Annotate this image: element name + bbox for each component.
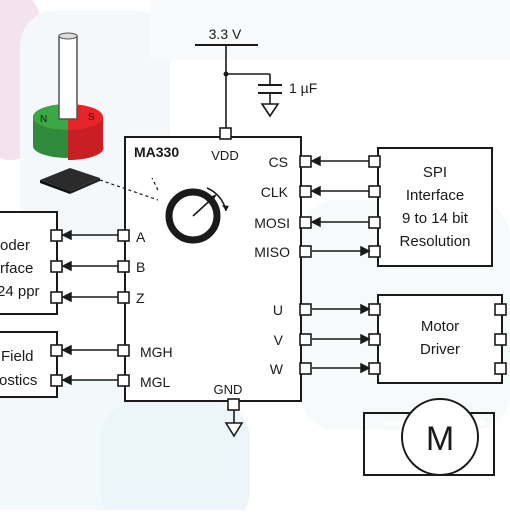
north-pole-label: N bbox=[40, 114, 47, 125]
angle-sensor-icon bbox=[151, 177, 229, 244]
abz-connections bbox=[61, 229, 118, 303]
spi-line-2: Interface bbox=[406, 187, 464, 204]
pin-mgl-label: MGL bbox=[140, 374, 171, 390]
ground-symbol bbox=[224, 422, 244, 438]
capacitor-label: 1 µF bbox=[289, 80, 317, 96]
south-pole-label: S bbox=[88, 112, 95, 123]
rotating-magnet-icon: N S bbox=[33, 32, 104, 161]
encoder-interface-box: oder rface 24 ppr bbox=[0, 211, 63, 315]
gnd-pad bbox=[227, 398, 240, 411]
uvw-connections bbox=[312, 303, 371, 374]
supply-voltage-label: 3.3 V bbox=[209, 26, 242, 42]
pin-miso-label: MISO bbox=[254, 244, 290, 260]
encoder-line-3: 24 ppr bbox=[0, 283, 40, 300]
pin-z-label: Z bbox=[136, 290, 145, 306]
right-pins: CS CLK MOSI MISO U V W bbox=[254, 154, 312, 377]
pin-w-label: W bbox=[270, 361, 284, 377]
pin-cs-label: CS bbox=[269, 154, 288, 170]
vdd-label: VDD bbox=[211, 148, 238, 163]
encoder-line-1: oder bbox=[0, 237, 30, 254]
motor-label: M bbox=[426, 420, 454, 458]
pin-mgh-label: MGH bbox=[140, 344, 173, 360]
chip-name: MA330 bbox=[134, 144, 179, 160]
pin-clk-label: CLK bbox=[261, 184, 289, 200]
spi-line-1: SPI bbox=[423, 164, 447, 181]
spi-line-4: Resolution bbox=[400, 233, 471, 250]
motor-driver-box: Motor Driver bbox=[368, 294, 507, 384]
spi-interface-box: SPI Interface 9 to 14 bit Resolution bbox=[368, 147, 493, 267]
encoder-line-2: rface bbox=[0, 260, 33, 277]
pin-b-label: B bbox=[136, 259, 145, 275]
left-pins: A B Z MGH MGL bbox=[117, 229, 173, 390]
pin-v-label: V bbox=[274, 332, 284, 348]
gnd-label: GND bbox=[214, 382, 243, 397]
pin-a-label: A bbox=[136, 229, 146, 245]
field-diagnostics-box: Field ostics bbox=[0, 331, 63, 398]
field-line-2: ostics bbox=[0, 372, 37, 389]
spi-connections bbox=[310, 155, 371, 257]
driver-line-1: Motor bbox=[421, 318, 459, 335]
spi-line-3: 9 to 14 bit bbox=[402, 210, 469, 227]
pin-u-label: U bbox=[273, 302, 283, 318]
pin-mosi-label: MOSI bbox=[254, 215, 290, 231]
sensor-package-icon bbox=[40, 168, 159, 201]
power-supply: 3.3 V 1 µF bbox=[195, 26, 317, 128]
motor-symbol: M bbox=[363, 398, 495, 476]
driver-line-2: Driver bbox=[420, 341, 460, 358]
vdd-pad bbox=[219, 127, 232, 140]
field-line-1: Field bbox=[1, 348, 34, 365]
mg-connections bbox=[61, 344, 118, 386]
ma330-chip: MA330 VDD GND CS CLK MOSI MISO U bbox=[117, 127, 312, 438]
